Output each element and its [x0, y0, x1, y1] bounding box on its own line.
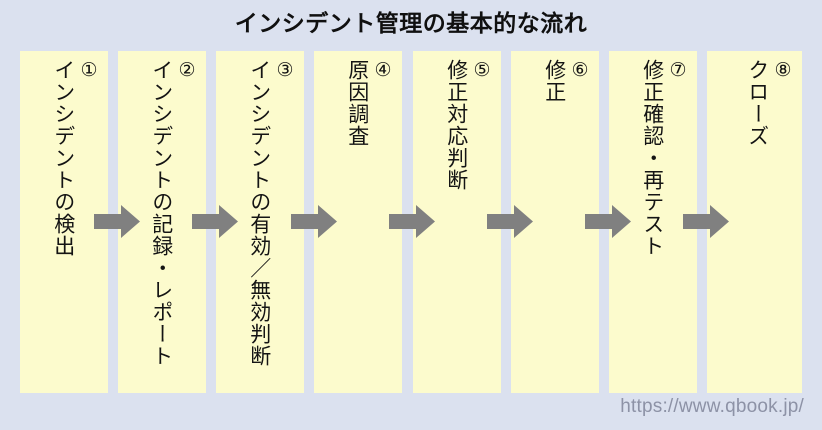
step-number-5: ⑤	[471, 59, 492, 81]
step-label-8: クローズ	[745, 59, 769, 147]
step-box-5: ⑤ 修正対応判断	[413, 51, 501, 393]
step-text-7: ⑦ 修正確認・再テスト	[638, 59, 689, 389]
arrow-2-to-3-icon	[192, 205, 238, 238]
step-number-4: ④	[372, 59, 393, 81]
step-number-3: ③	[274, 59, 295, 81]
step-label-1: インシデントの検出	[51, 59, 75, 257]
arrow-5-to-6-icon	[487, 205, 533, 238]
arrow-3-to-4-icon	[291, 205, 337, 238]
step-text-1: ① インシデントの検出	[49, 59, 100, 389]
step-number-8: ⑧	[772, 59, 793, 81]
arrow-7-to-8-icon	[683, 205, 729, 238]
arrow-4-to-5-icon	[389, 205, 435, 238]
site-url-watermark: https://www.qbook.jp/	[620, 396, 804, 417]
step-text-8: ⑧ クローズ	[743, 59, 794, 389]
step-label-4: 原因調査	[345, 59, 369, 147]
step-number-6: ⑥	[569, 59, 590, 81]
step-label-7: 修正確認・再テスト	[640, 59, 664, 257]
step-number-2: ②	[176, 59, 197, 81]
page-title: インシデント管理の基本的な流れ	[234, 10, 588, 36]
step-label-3: インシデントの有効／無効判断	[247, 59, 271, 367]
step-text-5: ⑤ 修正対応判断	[442, 59, 493, 389]
step-number-1: ①	[78, 59, 99, 81]
step-label-5: 修正対応判断	[444, 59, 468, 191]
arrow-1-to-2-icon	[94, 205, 140, 238]
step-text-2: ② インシデントの記録・レポート	[147, 59, 198, 389]
step-label-6: 修正	[542, 59, 566, 103]
step-text-3: ③ インシデントの有効／無効判断	[245, 59, 296, 389]
step-label-2: インシデントの記録・レポート	[149, 59, 173, 367]
step-box-1: ① インシデントの検出	[20, 51, 108, 393]
arrow-6-to-7-icon	[585, 205, 631, 238]
step-text-4: ④ 原因調査	[343, 59, 394, 389]
step-text-6: ⑥ 修正	[540, 59, 591, 389]
step-number-7: ⑦	[667, 59, 688, 81]
